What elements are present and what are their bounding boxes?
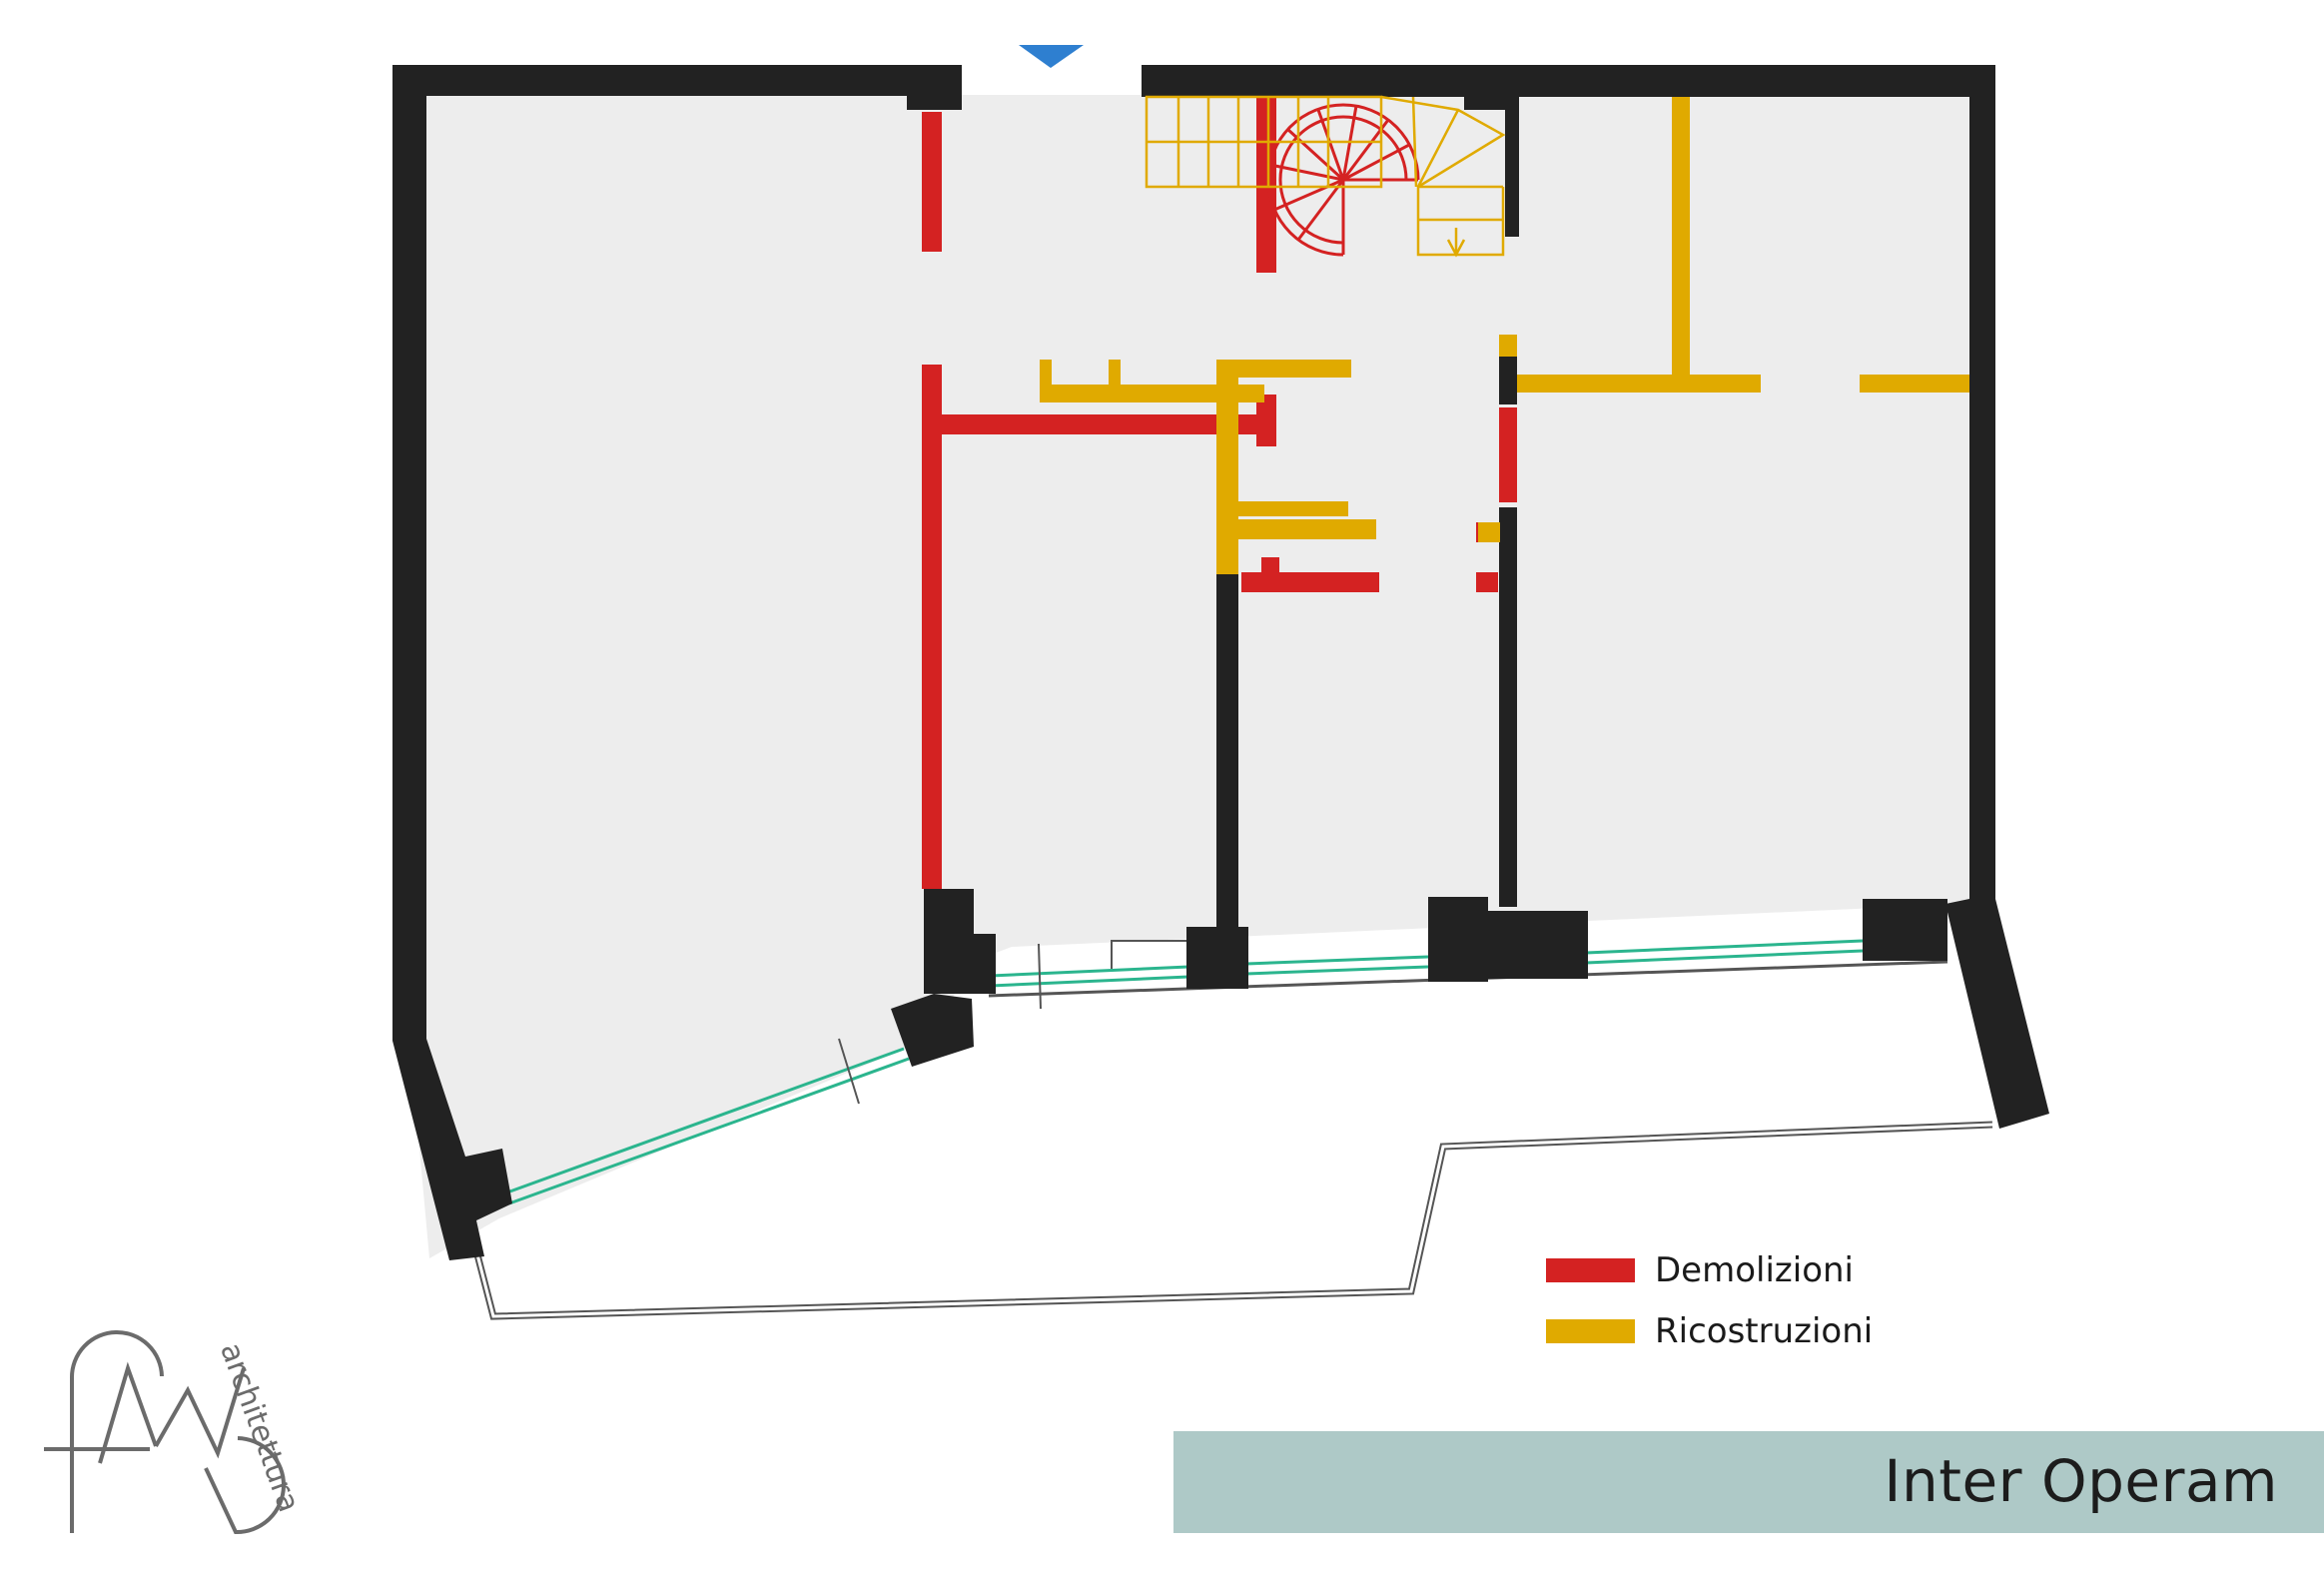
legend-item-demolition: Demolizioni [1546,1250,1854,1290]
demolition-elements [922,98,1517,889]
existing-walls [392,65,2049,1260]
north-arrow-icon [1019,45,1084,68]
glazing [503,939,1864,1205]
legend-label-demolition: Demolizioni [1655,1250,1855,1290]
page-title: Inter Operam [1884,1447,2278,1515]
logo-mark-icon [44,1330,286,1535]
straight-stair-icon [1145,95,1506,258]
terrace-outline-inner [469,1123,1993,1318]
legend-swatch-demolition [1546,1258,1635,1282]
floor-area [409,95,1969,1258]
legend-item-reconstruction: Ricostruzioni [1546,1311,1873,1351]
reconstruction-elements [1040,97,1969,574]
legend-label-reconstruction: Ricostruzioni [1655,1311,1874,1351]
legend-swatch-reconstruction [1546,1319,1635,1343]
title-bar: Inter Operam [1173,1431,2324,1533]
